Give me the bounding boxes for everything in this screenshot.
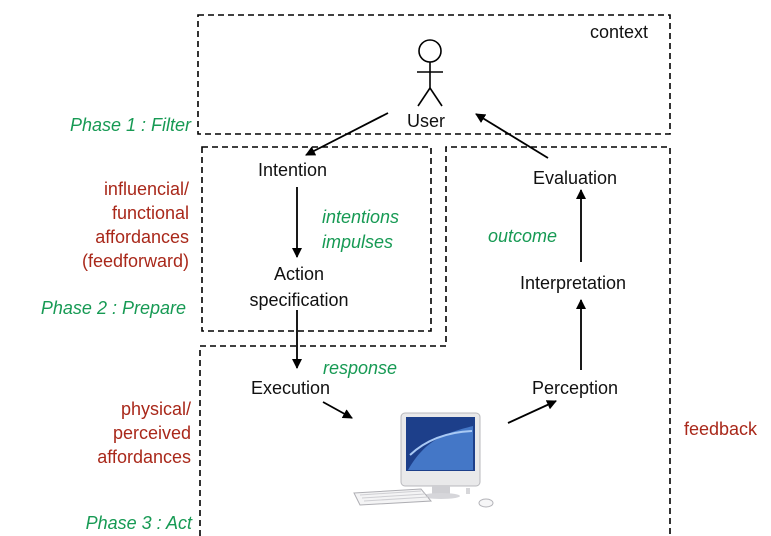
physical-affordances-line: affordances	[97, 447, 191, 467]
desktop-computer-icon	[353, 412, 494, 508]
interpretation-label: Interpretation	[520, 273, 627, 293]
arrow-computer-to-perception	[507, 400, 557, 424]
act-region-outline	[199, 146, 671, 536]
functional-affordances-line: functional	[111, 203, 189, 223]
stick-figure-icon	[417, 39, 443, 107]
functional-affordances-line: affordances	[95, 227, 189, 247]
functional-affordances-label: influencial/ functional affordances (fee…	[82, 177, 189, 273]
physical-affordances-line: perceived	[112, 423, 191, 443]
execution-label: Execution	[251, 378, 331, 398]
feedback-label: feedback	[684, 419, 758, 439]
arrow-execution-to-computer	[322, 401, 353, 419]
intentions-annotation: intentions	[322, 207, 400, 227]
functional-affordances-line: influencial/	[103, 179, 189, 199]
outcome-annotation: outcome	[488, 226, 558, 246]
perception-label: Perception	[532, 378, 619, 398]
response-annotation: response	[323, 358, 398, 378]
action-specification-label: Action specification	[240, 261, 358, 313]
physical-affordances-line: physical/	[120, 399, 191, 419]
arrow-evaluation-to-user	[475, 113, 549, 159]
physical-affordances-label: physical/ perceived affordances	[97, 397, 191, 469]
user-label: User	[407, 111, 446, 131]
action-specification-line: Action	[273, 264, 325, 284]
functional-affordances-line: (feedforward)	[81, 251, 189, 271]
arrow-user-to-intention	[305, 112, 389, 156]
intention-label: Intention	[258, 160, 328, 180]
prepare-box	[201, 146, 432, 332]
phase3-label: Phase 3 : Act	[85, 513, 192, 533]
phase2-label: Phase 2 : Prepare	[40, 298, 186, 318]
impulses-annotation: impulses	[322, 232, 394, 252]
phase1-label: Phase 1 : Filter	[69, 115, 191, 135]
evaluation-label: Evaluation	[533, 168, 618, 188]
action-specification-line: specification	[249, 290, 349, 310]
context-box	[197, 14, 671, 135]
context-label: context	[590, 22, 649, 42]
